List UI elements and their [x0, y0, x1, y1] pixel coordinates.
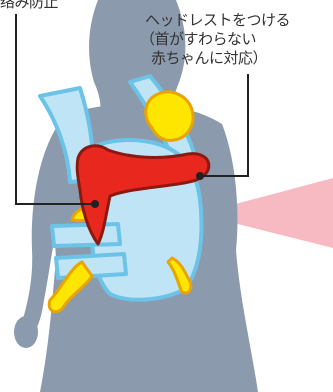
annotation-top-left: 络み防止	[0, 0, 58, 11]
annotation-headrest-line3: 赤ちゃんに対応）	[151, 50, 267, 67]
annotation-headrest-line2: （首がすわらない	[140, 31, 256, 48]
leader-dot-top-left	[91, 200, 99, 208]
leader-dot-headrest	[196, 172, 204, 180]
annotation-headrest-line1: ヘッドレストをつける	[145, 12, 290, 29]
carrier-waist-belt	[52, 224, 120, 246]
